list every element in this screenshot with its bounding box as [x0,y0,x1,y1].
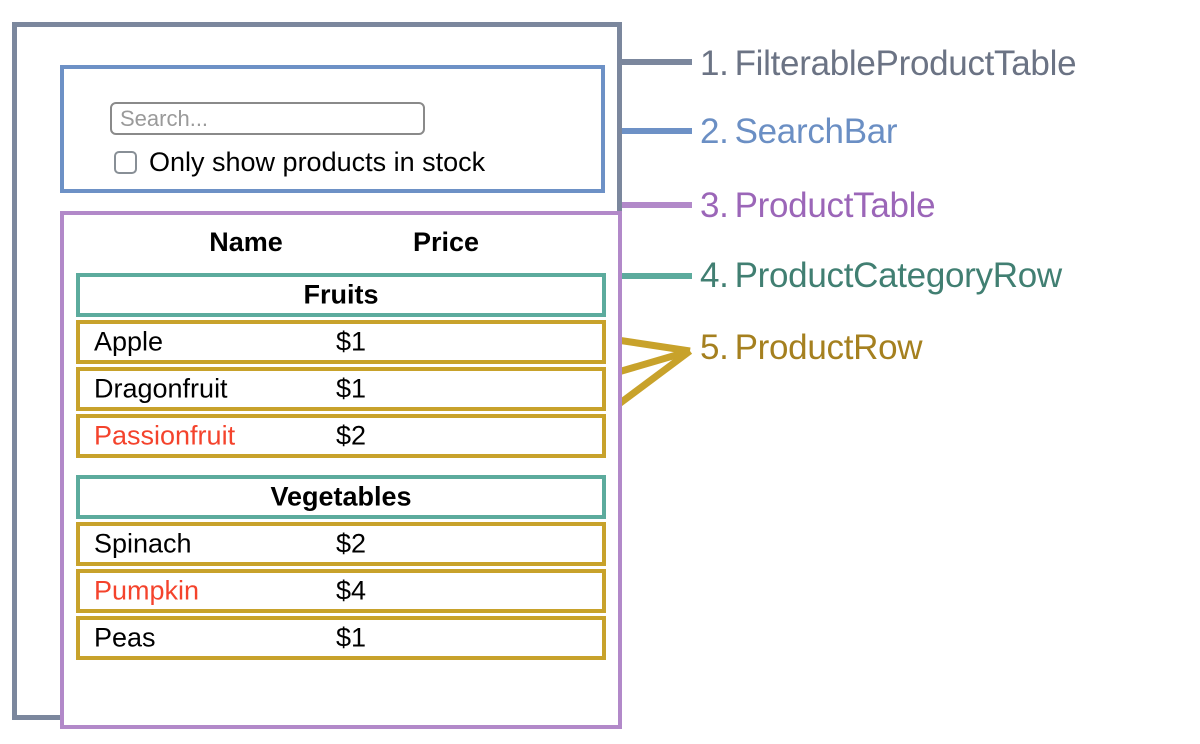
product-row: Spinach $2 [76,522,606,566]
product-row: Pumpkin $4 [76,569,606,613]
annotation-number: 1. [700,44,729,83]
product-price: $4 [336,575,367,606]
product-price: $2 [336,420,367,451]
annotation-text: ProductTable [734,186,936,225]
product-category-row: Fruits [76,273,606,317]
product-row: Apple $1 [76,320,606,364]
in-stock-checkbox[interactable] [114,151,137,174]
product-name: Peas [94,622,156,653]
annotation-text: ProductRow [734,328,923,367]
in-stock-checkbox-label: Only show products in stock [149,147,486,177]
product-table-box: Name Price Fruits Apple $1 Dragonfruit $… [60,211,622,729]
annotation-text: SearchBar [734,112,898,151]
annotation-text: ProductCategoryRow [734,256,1063,295]
product-price: $1 [336,622,367,653]
product-price: $1 [336,373,367,404]
annotation-label-search-bar: 2.SearchBar [700,112,898,151]
annotation-number: 4. [700,256,729,295]
search-input[interactable] [110,102,425,135]
product-name: Dragonfruit [94,373,228,404]
in-stock-filter-row[interactable]: Only show products in stock [114,149,485,176]
annotation-label-product-category-row: 4.ProductCategoryRow [700,258,1062,293]
annotation-number: 2. [700,112,729,151]
product-name: Pumpkin [94,575,200,606]
annotation-label-product-row: 5.ProductRow [700,328,923,367]
filterable-product-table-box: Only show products in stock Name Price F… [12,22,622,729]
column-header-price: Price [412,227,480,257]
product-row: Peas $1 [76,616,606,660]
product-table-rows: Fruits Apple $1 Dragonfruit $1 Passionfr… [76,273,606,663]
product-category-label: Vegetables [270,481,412,512]
product-price: $1 [336,326,367,357]
annotation-number: 5. [700,328,729,367]
product-category-label: Fruits [303,279,379,310]
product-row: Passionfruit $2 [76,414,606,458]
product-name: Spinach [94,528,192,559]
annotation-text: FilterableProductTable [734,44,1077,83]
product-price: $2 [336,528,367,559]
annotation-label-filterable-product-table: 1.FilterableProductTable [700,44,1077,83]
product-row: Dragonfruit $1 [76,367,606,411]
annotation-label-product-table: 3.ProductTable [700,186,936,225]
search-bar-box: Only show products in stock [60,65,605,193]
product-table-header: Name Price [64,223,618,263]
product-name: Passionfruit [94,420,236,451]
column-header-name: Name [209,227,283,257]
section-spacer [76,461,606,475]
annotation-number: 3. [700,186,729,225]
product-category-row: Vegetables [76,475,606,519]
product-name: Apple [94,326,164,357]
